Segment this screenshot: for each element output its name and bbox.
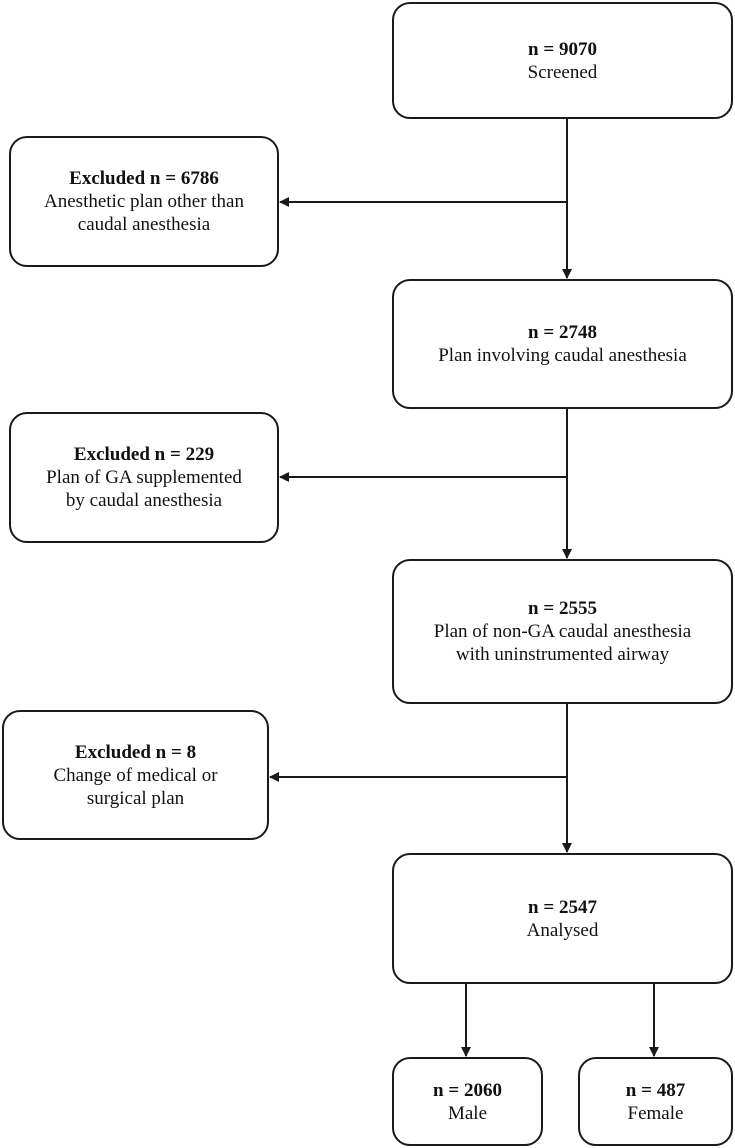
excluded-1-count: Excluded n = 6786 [69,168,219,189]
male-count: n = 2060 [433,1079,502,1101]
non-ga-plan-count: n = 2555 [528,598,597,619]
excluded-box-3: Excluded n = 8 Change of medical or surg… [2,710,269,840]
excluded-box-2: Excluded n = 229 Plan of GA supplemented… [9,412,279,543]
analysed-box: n = 2547 Analysed [392,853,733,984]
analysed-count: n = 2547 [528,896,597,918]
female-label: Female [627,1102,684,1124]
caudal-plan-count: n = 2748 [528,322,597,343]
excluded-2-count: Excluded n = 229 [73,444,215,465]
male-box: n = 2060 Male [392,1057,543,1146]
non-ga-plan-label: Plan of non-GA caudal anesthesia with un… [433,621,692,665]
caudal-plan-label: Plan involving caudal anesthesia [438,345,687,366]
screened-box: n = 9070 Screened [392,2,733,119]
excluded-2-label: Plan of GA supplemented by caudal anesth… [46,467,242,511]
excluded-3-label: Change of medical or surgical plan [53,764,218,809]
female-count: n = 487 [625,1079,686,1101]
screened-label: Screened [527,61,598,83]
male-label: Male [447,1102,488,1124]
female-box: n = 487 Female [578,1057,733,1146]
excluded-3-count: Excluded n = 8 [74,741,197,763]
excluded-1-label: Anesthetic plan other than caudal anesth… [44,191,244,235]
non-ga-plan-box: n = 2555 Plan of non-GA caudal anesthesi… [392,559,733,704]
screened-count: n = 9070 [528,38,597,60]
analysed-label: Analysed [526,919,599,941]
excluded-box-1: Excluded n = 6786 Anesthetic plan other … [9,136,279,267]
caudal-plan-box: n = 2748 Plan involving caudal anesthesi… [392,279,733,409]
